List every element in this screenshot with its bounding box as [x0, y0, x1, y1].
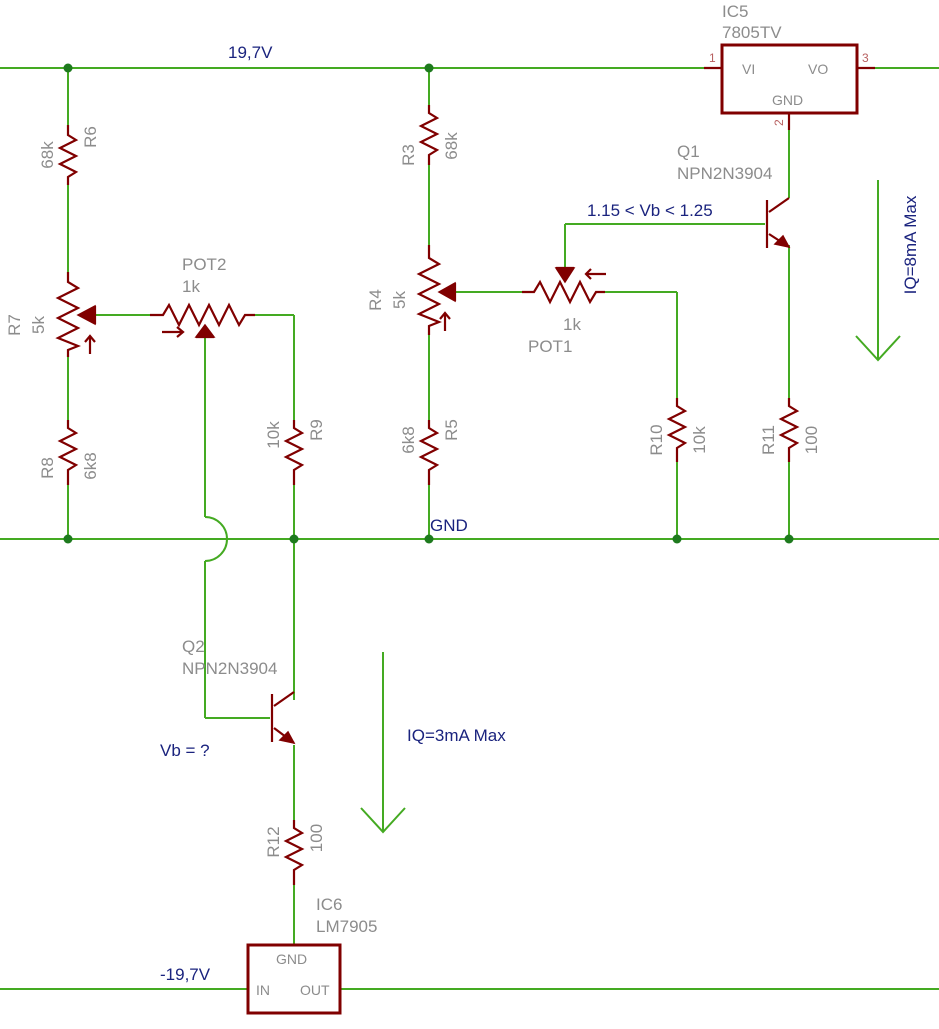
resistor-r9: 10k R9 [264, 419, 326, 485]
r8-value: 6k8 [81, 452, 100, 479]
r7-value: 5k [29, 316, 48, 334]
r4-name: R4 [366, 289, 385, 311]
junctions [63, 63, 794, 544]
net-label-neg-rail: -19,7V [160, 965, 211, 984]
note-vb-unknown: Vb = ? [160, 741, 210, 760]
r11-name: R11 [759, 425, 778, 455]
note-iq-bottom: IQ=3mA Max [407, 726, 506, 745]
pot1-value: 1k [563, 315, 581, 334]
resistor-r11: R11 100 [759, 398, 821, 462]
regulator-ic5: VI VO GND 1 3 2 IC5 7805TV [704, 2, 875, 130]
net-label-gnd: GND [430, 516, 468, 535]
trimmer-pot2: POT2 1k [150, 255, 255, 339]
r9-value: 10k [264, 421, 283, 449]
r10-value: 10k [690, 426, 709, 454]
ic6-pin-out: OUT [300, 982, 330, 998]
r9-name: R9 [307, 419, 326, 441]
note-vb-range: 1.15 < Vb < 1.25 [587, 201, 713, 220]
wires [0, 67, 939, 990]
r11-value: 100 [802, 426, 821, 454]
r12-value: 100 [307, 824, 326, 852]
resistor-r6: 68k R6 [38, 125, 100, 185]
r3-value: 68k [442, 132, 461, 160]
pot2-name: POT2 [182, 255, 226, 274]
note-iq-top: IQ=8mA Max [901, 195, 920, 294]
r10-name: R10 [647, 424, 666, 455]
regulator-ic6: GND IN OUT IC6 LM7905 [246, 895, 377, 1015]
q1-name: Q1 [677, 142, 700, 161]
current-arrow-top [855, 180, 901, 362]
pot2-value: 1k [182, 277, 200, 296]
r4-value: 5k [390, 291, 409, 309]
transistor-q1: Q1 NPN2N3904 [677, 142, 791, 249]
resistor-r10: R10 10k [647, 398, 709, 462]
ic6-pin-gnd: GND [276, 951, 307, 967]
ic5-pin2: 2 [772, 119, 786, 126]
trimmer-pot1: 1k POT1 [522, 266, 606, 356]
r3-name: R3 [399, 144, 418, 166]
trimmer-r7: R7 5k [5, 272, 97, 357]
pot1-name: POT1 [528, 337, 572, 356]
resistor-r12: R12 100 [264, 820, 326, 885]
q2-value: NPN2N3904 [182, 659, 277, 678]
trimmer-r4: R4 5k [366, 245, 457, 335]
r8-name: R8 [38, 457, 57, 479]
r6-name: R6 [81, 126, 100, 148]
ic5-pin-vi: VI [742, 61, 755, 77]
ic5-name: IC5 [722, 2, 748, 21]
net-label-pos-rail: 19,7V [228, 43, 273, 62]
resistor-r5: 6k8 R5 [399, 419, 461, 485]
ic5-pin-gnd: GND [772, 92, 803, 108]
current-arrow-bottom [360, 652, 406, 834]
q2-name: Q2 [182, 637, 205, 656]
r12-name: R12 [264, 826, 283, 857]
r5-name: R5 [442, 419, 461, 441]
r5-value: 6k8 [399, 426, 418, 453]
ic6-pin-in: IN [256, 982, 270, 998]
resistor-r8: R8 6k8 [38, 420, 100, 485]
ic5-pin1: 1 [709, 51, 716, 65]
ic6-value: LM7905 [316, 917, 377, 936]
q1-value: NPN2N3904 [677, 164, 772, 183]
r7-name: R7 [5, 314, 24, 336]
ic5-pin3: 3 [862, 51, 869, 65]
r6-value: 68k [38, 141, 57, 169]
transistor-q2: Q2 NPN2N3904 [182, 637, 296, 745]
ic5-pin-vo: VO [808, 61, 828, 77]
resistor-r3: R3 68k [399, 105, 461, 166]
ic6-name: IC6 [316, 895, 342, 914]
ic5-value: 7805TV [722, 23, 782, 42]
